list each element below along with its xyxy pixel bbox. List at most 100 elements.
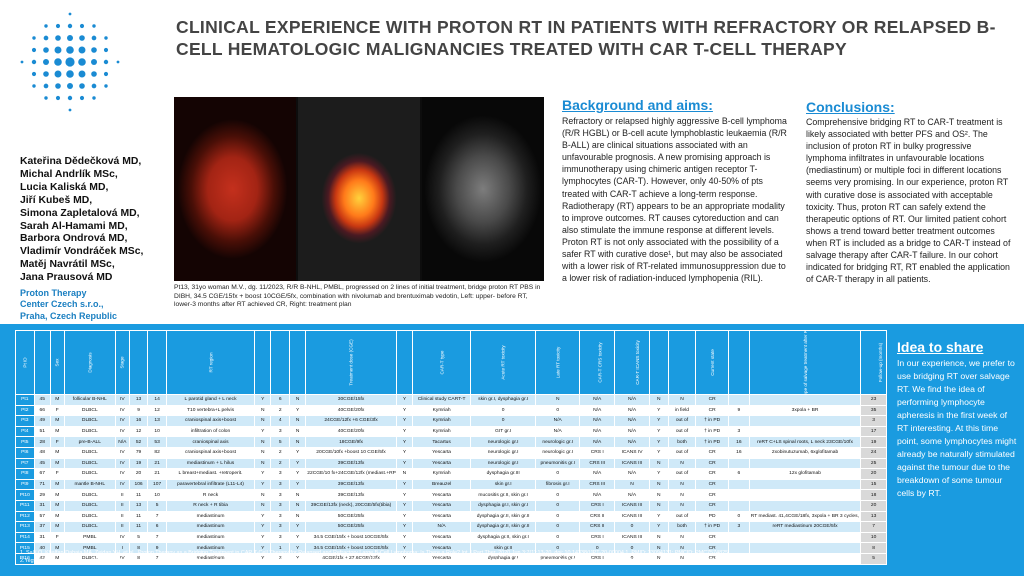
table-cell: N xyxy=(288,425,307,438)
logo-dot xyxy=(31,59,37,65)
logo-dot xyxy=(104,36,108,40)
table-cell: Y xyxy=(395,404,414,417)
table-cell: 11 xyxy=(128,510,149,523)
table-cell: neurologic gr.I xyxy=(535,446,581,459)
table-cell: neurologic gr.I xyxy=(470,446,537,459)
table-cell: Breauzel xyxy=(412,478,472,491)
table-cell: CR xyxy=(695,446,729,459)
table-cell: Y xyxy=(288,521,307,533)
table-cell: mucositis gr.II, skin gr.I xyxy=(470,489,537,501)
table-cell: 30CGE/15fx xyxy=(305,394,397,406)
logo-dot xyxy=(103,47,109,53)
table-cell: Y xyxy=(648,415,669,427)
table-cell: IV xyxy=(114,531,130,544)
table-cell: 39CGE/13fx xyxy=(305,457,397,470)
logo-dot xyxy=(43,71,49,77)
table-cell: N xyxy=(648,457,669,470)
table-cell: 34.5 CGE/15fx + boost 10CGE/5fx xyxy=(305,531,397,544)
table-cell: 16 xyxy=(128,415,149,427)
table-cell: IV xyxy=(114,446,130,459)
table-cell: Y xyxy=(254,531,272,544)
column-header-label: Acute RT toxicity xyxy=(500,345,506,380)
table-cell: 13 xyxy=(128,394,149,406)
table-cell: 40CGE/20fx xyxy=(305,404,397,417)
table-cell: 3 xyxy=(270,510,290,523)
column-header: Sex xyxy=(49,330,65,395)
table-cell: reRT C+LS spinal roots, L neck 23CGE/10f… xyxy=(748,436,862,448)
table-cell: 20 xyxy=(860,468,887,480)
table-cell: N xyxy=(254,415,272,427)
table-cell: CRS I xyxy=(579,446,616,459)
column-header-label: Current state xyxy=(709,349,715,376)
table-cell: 2xobinutuzumab, 6xglofitamab xyxy=(748,446,862,459)
logo-dot xyxy=(31,71,37,77)
table-cell xyxy=(727,394,750,406)
table-cell: CRS II xyxy=(579,510,616,523)
table-cell: mediastinum xyxy=(165,521,256,533)
table-cell: 3 xyxy=(270,531,290,544)
table-cell: 12 xyxy=(128,425,149,438)
table-cell: N xyxy=(288,489,307,501)
table-cell: 31 xyxy=(33,531,51,544)
table-cell: 79 xyxy=(128,446,149,459)
table-cell: mantle B-NHL xyxy=(63,478,116,491)
table-cell: Pt4 xyxy=(15,425,35,438)
table-cell: N xyxy=(667,457,697,470)
author: Vladimír Vondráček MSc, xyxy=(20,246,144,258)
patient-table: Pt IDAge at RT (years)SexDiagnosisStageT… xyxy=(15,330,887,565)
logo-dot xyxy=(43,35,49,41)
table-cell: 16 xyxy=(727,436,750,448)
table-cell: L parotid gland + L neck xyxy=(165,394,256,406)
logo-dot xyxy=(55,35,61,41)
column-header: CAR-T bridge Yes/No xyxy=(288,330,307,395)
table-cell: N/A xyxy=(614,489,650,501)
logo-dot xyxy=(79,23,85,29)
table-cell: L breast+mediast. +retroperit. xyxy=(165,468,256,480)
table-cell: N/A xyxy=(535,415,581,427)
table-cell: 31 xyxy=(33,499,51,512)
logo-dot xyxy=(67,35,73,41)
table-cell: Pt3 xyxy=(15,415,35,427)
author: Simona Zapletalová MD, xyxy=(20,207,140,219)
table-cell: DLBCL xyxy=(63,521,116,533)
table-cell: Yescarta xyxy=(412,499,472,512)
table-cell: Y xyxy=(395,436,414,448)
table-cell: 106 xyxy=(128,478,149,491)
logo-dot xyxy=(55,83,61,89)
table-cell: Y xyxy=(395,457,414,470)
table-cell: 45 xyxy=(33,394,51,406)
table-cell: N xyxy=(648,489,669,501)
table-cell: ICANS III xyxy=(614,510,650,523)
table-cell: 21 xyxy=(147,468,167,480)
logo-dot xyxy=(67,95,73,101)
table-cell: 39CGE/13fx xyxy=(305,489,397,501)
table-cell: N xyxy=(395,468,414,480)
column-header: Diagnosis xyxy=(63,330,116,395)
table-cell: dysphagia gr.II, skin gr.II xyxy=(470,521,537,533)
table-cell: 10 xyxy=(147,425,167,438)
table-cell: craniospinal axis xyxy=(165,436,256,448)
table-cell: 10 xyxy=(860,531,887,544)
table-cell: out of xyxy=(667,510,697,523)
table-cell: N xyxy=(288,394,307,406)
table-cell: 14 xyxy=(147,394,167,406)
table-cell: Y xyxy=(254,521,272,533)
logo-dot xyxy=(116,60,120,64)
table-cell: N xyxy=(288,436,307,448)
table-cell: neurologic gr.I xyxy=(470,436,537,448)
table-cell: 71 xyxy=(33,478,51,491)
table-cell: Yescarta xyxy=(412,457,472,470)
table-cell: Y xyxy=(395,510,414,523)
table-cell: II xyxy=(114,489,130,501)
table-cell: N xyxy=(667,394,697,406)
table-cell: N xyxy=(254,446,272,459)
table-cell: 5 xyxy=(860,552,887,565)
table-cell: Y xyxy=(395,478,414,491)
column-header: Radical RT Yes/No xyxy=(395,330,414,395)
table-cell: N/A xyxy=(579,415,616,427)
table-cell: 6 xyxy=(147,521,167,533)
table-cell: 50CGE/25fx xyxy=(305,521,397,533)
table-cell: 0 xyxy=(614,552,650,565)
table-cell: paravertebral infiltrate (L11-L4) xyxy=(165,478,256,491)
